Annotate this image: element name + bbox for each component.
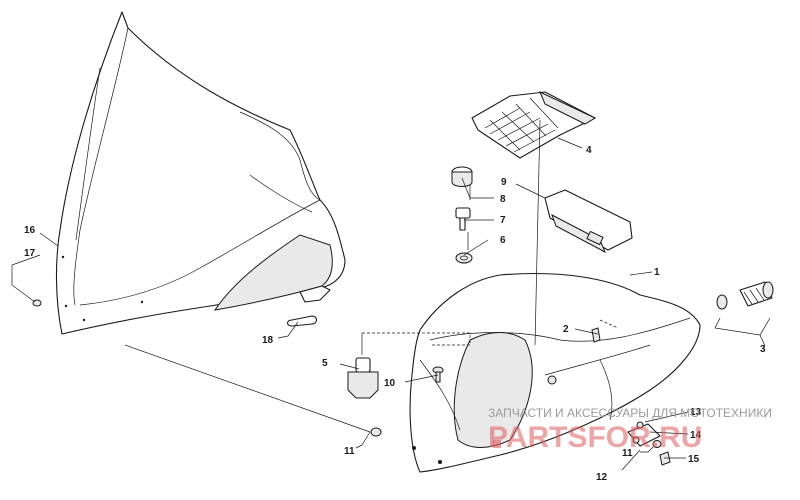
nut-6 — [455, 252, 473, 264]
instrument-display-9 — [544, 189, 633, 254]
callout-8: 8 — [500, 194, 506, 205]
callout-11-left: 11 — [344, 446, 355, 457]
callout-14: 14 — [690, 430, 702, 441]
callout-10: 10 — [384, 378, 396, 389]
cap-8 — [451, 166, 473, 187]
callout-labels: 1 2 3 4 5 6 7 8 9 10 11 11 12 13 14 15 1… — [24, 145, 766, 483]
nut-17 — [32, 299, 42, 307]
nut-11-left — [370, 427, 382, 437]
mount-bracket-12 — [627, 421, 661, 447]
callout-3: 3 — [760, 344, 766, 355]
windshield-bracket-18 — [286, 285, 331, 327]
screw-10 — [432, 366, 444, 383]
callout-7: 7 — [500, 215, 506, 226]
callout-17: 17 — [24, 248, 36, 259]
power-socket-3 — [716, 281, 774, 310]
callout-16: 16 — [24, 225, 36, 236]
vent-grille-4 — [471, 90, 597, 159]
callout-18: 18 — [262, 335, 274, 346]
callout-9: 9 — [501, 177, 507, 188]
leader-lines — [11, 119, 771, 471]
callout-1: 1 — [654, 267, 660, 278]
front-fairing-1 — [409, 273, 701, 473]
watermark-brand: PARTSFOR.RU — [488, 421, 702, 454]
callout-15: 15 — [688, 454, 700, 465]
watermark: ЗАПЧАСТИ И АКСЕССУАРЫ ДЛЯ МОТОТЕХНИКИ PA… — [488, 406, 772, 454]
screw-2 — [591, 327, 601, 343]
callout-12: 12 — [596, 472, 608, 483]
key-7 — [455, 207, 471, 231]
switch-5 — [347, 357, 379, 399]
callout-11-right: 11 — [622, 448, 633, 459]
windshield — [55, 11, 346, 335]
callout-4: 4 — [586, 145, 592, 156]
callout-2: 2 — [563, 324, 569, 335]
callout-13: 13 — [690, 407, 702, 418]
screw-15 — [659, 451, 671, 466]
callout-6: 6 — [500, 235, 506, 246]
nut-11-right — [652, 440, 662, 448]
callout-5: 5 — [322, 358, 328, 369]
watermark-caption: ЗАПЧАСТИ И АКСЕССУАРЫ ДЛЯ МОТОТЕХНИКИ — [488, 406, 772, 420]
